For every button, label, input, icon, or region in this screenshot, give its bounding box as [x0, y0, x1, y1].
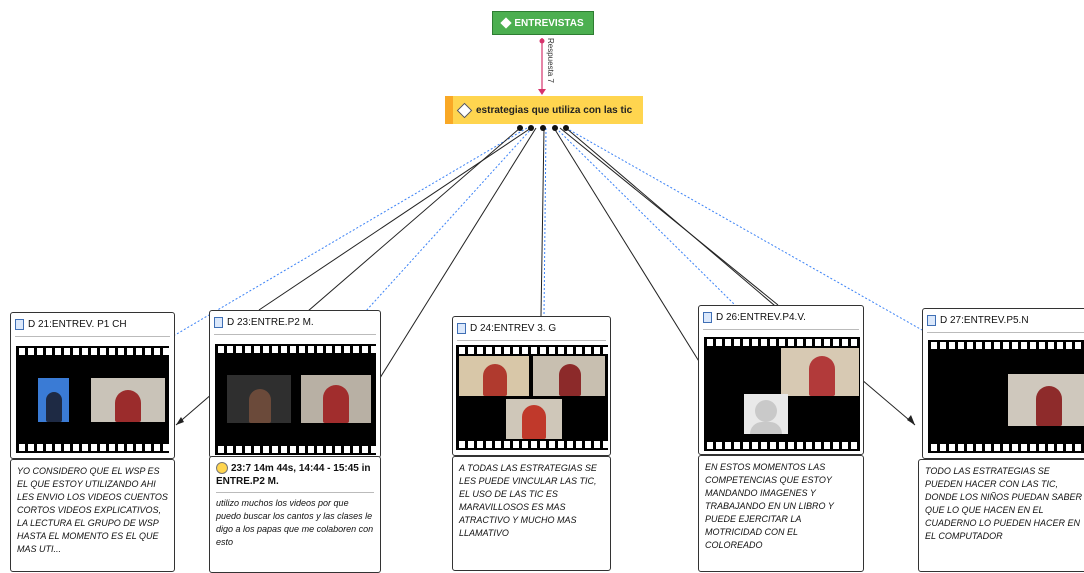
participant-frame	[301, 375, 371, 423]
film-holes	[16, 348, 169, 355]
anchor-dot	[563, 125, 569, 131]
participant-frame	[506, 399, 562, 439]
divider	[703, 329, 859, 330]
participant-frame	[744, 394, 788, 434]
document-card-d24[interactable]: D 24:ENTREV 3. G	[452, 316, 611, 456]
person-silhouette	[809, 356, 835, 396]
document-title: D 21:ENTREV. P1 CH	[28, 319, 127, 330]
person-silhouette	[46, 392, 62, 422]
root-node-label: ENTREVISTAS	[514, 17, 584, 29]
quote-text: A TODAS LAS ESTRATEGIAS SE LES PUEDE VIN…	[459, 463, 597, 538]
participant-frame	[781, 348, 859, 396]
solid-link-d23a[interactable]	[258, 127, 532, 311]
document-title: D 23:ENTRE.P2 M.	[227, 317, 314, 328]
dotted-link-d21[interactable]	[174, 127, 528, 336]
divider	[214, 334, 376, 335]
quote-header: 23:7 14m 44s, 14:44 - 15:45 in ENTRE.P2 …	[216, 463, 371, 487]
video-thumbnail[interactable]	[704, 337, 860, 451]
document-title: D 24:ENTREV 3. G	[470, 323, 557, 334]
arrowhead-d27	[907, 415, 915, 425]
dotted-link-d26[interactable]	[555, 127, 736, 306]
diamond-icon	[500, 17, 513, 29]
person-silhouette	[249, 389, 271, 423]
participant-frame	[459, 356, 529, 396]
participant-frame	[1008, 374, 1084, 426]
code-node-label: estrategias que utiliza con las tic	[476, 104, 633, 116]
participant-frame	[38, 378, 69, 422]
avatar	[755, 400, 777, 422]
person-silhouette	[323, 385, 349, 423]
dotted-link-d27[interactable]	[565, 127, 923, 331]
document-icon	[457, 323, 466, 334]
film-holes	[704, 339, 860, 346]
quote-box-d23[interactable]: 23:7 14m 44s, 14:44 - 15:45 in ENTRE.P2 …	[209, 456, 381, 573]
person-silhouette	[1036, 386, 1062, 426]
video-thumbnail[interactable]	[456, 345, 608, 450]
solid-link-d24[interactable]	[540, 127, 545, 317]
document-card-d27[interactable]: D 27:ENTREV.P5.N	[922, 308, 1084, 459]
film-holes	[215, 346, 376, 353]
person-silhouette	[115, 390, 141, 422]
quote-box-d21[interactable]: YO CONSIDERO QUE EL WSP ES EL QUE ESTOY …	[10, 459, 175, 572]
avatar-body	[750, 422, 782, 434]
anchor-dot	[540, 125, 546, 131]
film-holes	[456, 441, 608, 448]
quote-box-d27[interactable]: TODO LAS ESTRATEGIAS SE PUEDEN HACER CON…	[918, 459, 1084, 572]
code-node[interactable]: estrategias que utiliza con las tic	[445, 96, 643, 124]
quote-box-d26[interactable]: EN ESTOS MOMENTOS LAS COMPETENCIAS QUE E…	[698, 455, 864, 572]
code-diamond-icon	[456, 102, 473, 118]
film-holes	[704, 442, 860, 449]
divider	[15, 336, 170, 337]
film-holes	[456, 347, 608, 354]
document-card-d23[interactable]: D 23:ENTRE.P2 M.	[209, 310, 381, 458]
film-holes	[16, 444, 169, 451]
participant-frame	[227, 375, 291, 423]
solid-link-d23b[interactable]	[359, 127, 537, 411]
arrowhead-d21	[176, 417, 184, 425]
anchor-dot	[528, 125, 534, 131]
person-silhouette	[483, 364, 507, 396]
divider	[216, 492, 374, 493]
relation-start-dot	[539, 38, 545, 44]
film-holes	[928, 342, 1084, 349]
solid-link-d26a[interactable]	[553, 127, 701, 364]
document-icon	[214, 317, 223, 328]
participant-frame	[533, 356, 605, 396]
document-icon	[703, 312, 712, 323]
document-title: D 27:ENTREV.P5.N	[940, 315, 1029, 326]
quote-box-d24[interactable]: A TODAS LAS ESTRATEGIAS SE LES PUEDE VIN…	[452, 456, 611, 571]
relation-label: Respuesta 7	[546, 38, 555, 83]
participant-frame	[91, 378, 165, 422]
person-silhouette	[522, 405, 546, 439]
document-icon	[927, 315, 936, 326]
relation-arrow	[538, 89, 546, 95]
quote-icon	[216, 462, 228, 475]
root-node-entrevistas[interactable]: ENTREVISTAS	[492, 11, 594, 35]
quote-text: TODO LAS ESTRATEGIAS SE PUEDEN HACER CON…	[925, 466, 1083, 541]
divider	[457, 340, 606, 341]
anchor-dot	[552, 125, 558, 131]
divider	[927, 332, 1084, 333]
dotted-link-d23[interactable]	[364, 127, 533, 313]
video-thumbnail[interactable]	[928, 340, 1084, 453]
video-thumbnail[interactable]	[16, 346, 169, 453]
document-card-d21[interactable]: D 21:ENTREV. P1 CH	[10, 312, 175, 459]
document-title: D 26:ENTREV.P4.V.	[716, 312, 806, 323]
film-holes	[215, 446, 376, 453]
quote-text: EN ESTOS MOMENTOS LAS COMPETENCIAS QUE E…	[705, 462, 834, 550]
document-card-d26[interactable]: D 26:ENTREV.P4.V.	[698, 305, 864, 455]
dotted-link-d24[interactable]	[543, 127, 547, 317]
video-thumbnail[interactable]	[215, 344, 376, 455]
quote-text: YO CONSIDERO QUE EL WSP ES EL QUE ESTOY …	[17, 466, 168, 554]
quote-text: utilizo muchos los videos por que puedo …	[216, 498, 374, 547]
film-holes	[928, 444, 1084, 451]
anchor-dot	[517, 125, 523, 131]
solid-link-d26b[interactable]	[559, 127, 779, 306]
document-icon	[15, 319, 24, 330]
person-silhouette	[559, 364, 581, 396]
